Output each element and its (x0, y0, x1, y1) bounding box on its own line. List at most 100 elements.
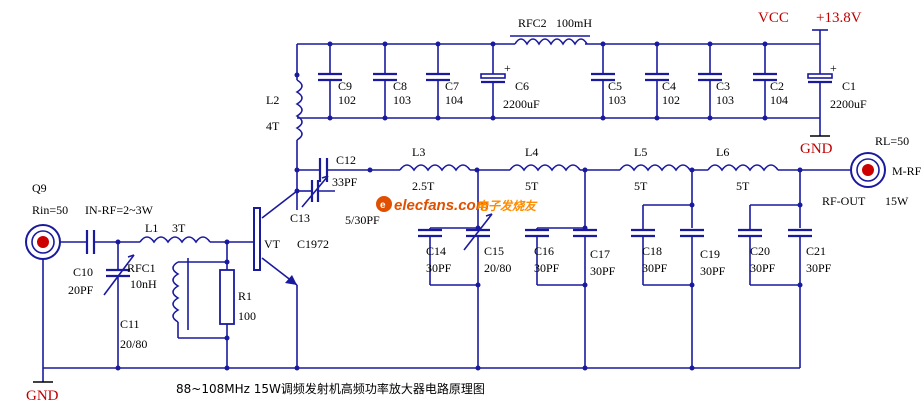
c2-value: 104 (770, 93, 788, 107)
c12-label: C12 (336, 153, 356, 167)
l3-value: 2.5T (412, 179, 435, 193)
c11-value: 20/80 (120, 337, 147, 351)
watermark-site: elecfans.com (394, 197, 489, 214)
c20-value: 30PF (750, 261, 776, 275)
c3-capacitor (698, 44, 722, 118)
c2-capacitor (753, 44, 777, 118)
input-dots (115, 239, 695, 371)
c19-value: 30PF (700, 264, 726, 278)
l6-label: L6 (716, 145, 729, 159)
rfc1-label: RFC1 (127, 261, 156, 275)
transistor-ref: VT (264, 237, 281, 251)
vcc-label: VCC (758, 10, 789, 26)
r1-value: 100 (238, 309, 256, 323)
filter-cap-labels: C14 30PF C15 20/80 C16 30PF C17 30PF C18… (426, 244, 832, 278)
c14-name: C14 (426, 244, 446, 258)
c8-name: C8 (393, 79, 407, 93)
rfc2-value: 100mH (556, 16, 592, 30)
l4-value: 5T (525, 179, 539, 193)
l5-label: L5 (634, 145, 647, 159)
supply-cap-labels: C9 102 C8 103 C7 104 C6 2200uF C5 103 C4… (338, 79, 867, 111)
rfc2-label: RFC2 (518, 16, 547, 30)
c20-name: C20 (750, 244, 770, 258)
c4-value: 102 (662, 93, 680, 107)
in-rf-label: IN-RF=2~3W (85, 203, 154, 217)
rf-out-label: RF-OUT (822, 194, 866, 208)
c17-value: 30PF (590, 264, 616, 278)
c17-name: C17 (590, 247, 610, 261)
voltage-label: +13.8V (816, 10, 862, 26)
supply-dots (294, 41, 768, 121)
input-connector (25, 224, 61, 260)
c21-capacitor (788, 228, 812, 368)
r1-label: R1 (238, 289, 252, 303)
c16-name: C16 (534, 244, 554, 258)
c3-name: C3 (716, 79, 730, 93)
c15-name: C15 (484, 244, 504, 258)
l4-label: L4 (525, 145, 538, 159)
l1-turns: 3T (172, 221, 186, 235)
filter-cap-dots (475, 202, 803, 288)
l2-label: L2 (266, 93, 279, 107)
rl-label: RL=50 (875, 134, 909, 148)
filter-inductor-labels: L3 2.5T L4 5T L5 5T L6 5T (412, 145, 750, 193)
watermark: e elecfans.com 电子发烧友 (376, 196, 538, 214)
c16-value: 30PF (534, 261, 560, 275)
transistor (253, 190, 298, 368)
c19-name: C19 (700, 247, 720, 261)
rfc1-value: 10nH (130, 277, 157, 291)
c5-name: C5 (608, 79, 622, 93)
c10-label: C10 (73, 265, 93, 279)
c7-capacitor (426, 44, 450, 118)
c12-value: 33PF (332, 175, 358, 189)
supply-capacitors: + + (318, 44, 837, 118)
c9-name: C9 (338, 79, 352, 93)
c13-value: 5/30PF (345, 213, 380, 227)
c9-value: 102 (338, 93, 356, 107)
c18-value: 30PF (642, 261, 668, 275)
filter-chain (370, 164, 850, 172)
output-connector (850, 152, 886, 188)
c1-value: 2200uF (830, 97, 867, 111)
c6-name: C6 (515, 79, 529, 93)
c4-name: C4 (662, 79, 676, 93)
supply-rail (297, 29, 830, 137)
c7-name: C7 (445, 79, 459, 93)
transistor-part: C1972 (297, 237, 329, 251)
c16-capacitor (525, 228, 549, 285)
c19-capacitor (680, 228, 704, 368)
diagram-caption: 88~108MHz 15W调频发射机高频功率放大器电路原理图 (176, 381, 485, 396)
output-power-label: 15W (885, 194, 909, 208)
c13-variable-capacitor (297, 175, 335, 208)
input-wiring (33, 230, 800, 383)
c1-capacitor: + (807, 44, 837, 118)
c18-capacitor (631, 228, 655, 285)
c18-name: C18 (642, 244, 662, 258)
filter-capacitors (418, 170, 812, 368)
c5-value: 103 (608, 93, 626, 107)
c8-value: 103 (393, 93, 411, 107)
c9-capacitor (318, 44, 342, 118)
c7-value: 104 (445, 93, 463, 107)
watermark-site-cn: 电子发烧友 (476, 199, 538, 213)
c21-name: C21 (806, 244, 826, 258)
c15-value: 20/80 (484, 261, 511, 275)
c11-label: C11 (120, 317, 140, 331)
l2-inductor (295, 44, 303, 210)
c1-name: C1 (842, 79, 856, 93)
c13-label: C13 (290, 211, 310, 225)
c2-name: C2 (770, 79, 784, 93)
c15-variable-capacitor (463, 213, 493, 368)
l3-label: L3 (412, 145, 425, 159)
l2-turns: 4T (266, 119, 280, 133)
c10-value: 20PF (68, 283, 94, 297)
c6-capacitor: + (480, 44, 511, 118)
c21-value: 30PF (806, 261, 832, 275)
c6-value: 2200uF (503, 97, 540, 111)
l6-value: 5T (736, 179, 750, 193)
l5-value: 5T (634, 179, 648, 193)
connector-label: M-RF (892, 164, 922, 178)
rin-label: Rin=50 (32, 203, 68, 217)
input-gnd-label: GND (26, 388, 59, 404)
